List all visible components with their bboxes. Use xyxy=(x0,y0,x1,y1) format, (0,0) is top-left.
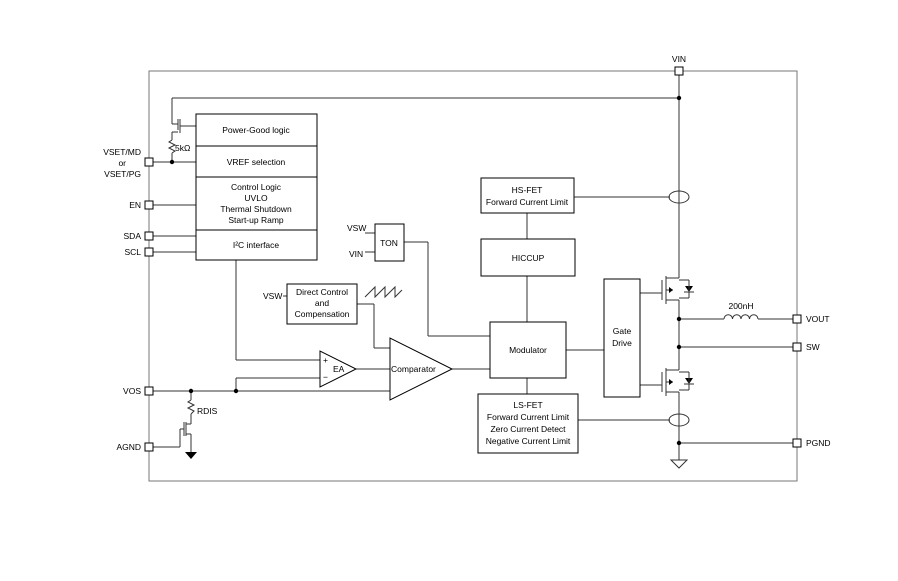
i2c-interface-label: I²C interface xyxy=(233,240,280,250)
ea-label: EA xyxy=(333,364,345,374)
direct-control-line: Compensation xyxy=(295,309,350,319)
pin-en xyxy=(144,200,154,210)
control-logic-block xyxy=(195,176,318,231)
pin-agnd-label: AGND xyxy=(116,442,141,452)
pin-vset xyxy=(144,157,154,167)
pin-pgnd-label: PGND xyxy=(806,438,831,448)
pin-vset-label-or: or xyxy=(118,158,126,168)
i2c-interface-block xyxy=(195,229,318,261)
vref-selection-block xyxy=(195,145,318,178)
ls-fet-line: LS-FET xyxy=(513,400,542,410)
control-logic-line: UVLO xyxy=(244,193,268,203)
pin-vin-label: VIN xyxy=(672,54,686,64)
pin-vset-label-2: VSET/PG xyxy=(104,169,141,179)
ea-plus-sign: + xyxy=(323,355,328,365)
rdis-mosfet-icon xyxy=(179,422,191,447)
comparator xyxy=(389,337,454,401)
ramp-sawtooth-icon xyxy=(364,285,403,299)
ls-fet-line: Negative Current Limit xyxy=(486,436,571,446)
power-good-label: Power-Good logic xyxy=(222,125,290,135)
ls-fet-line: Forward Current Limit xyxy=(487,412,570,422)
control-logic-line: Control Logic xyxy=(231,182,282,192)
error-amplifier xyxy=(319,350,358,388)
vref-selection-label: VREF selection xyxy=(227,157,286,167)
pin-sda-label: SDA xyxy=(124,231,142,241)
resistor-5k-label: 5kΩ xyxy=(175,143,190,153)
hs-current-sense-icon xyxy=(668,190,690,204)
hs-mosfet-icon xyxy=(661,270,694,304)
junction-dots xyxy=(169,95,682,446)
pin-scl-label: SCL xyxy=(124,247,141,257)
inductor-icon xyxy=(723,314,759,320)
pin-en-label: EN xyxy=(129,200,141,210)
direct-control-line: and xyxy=(315,298,329,308)
pin-sw xyxy=(792,342,802,352)
hs-fet-block xyxy=(480,177,575,214)
hiccup-block xyxy=(480,238,576,277)
control-logic-line: Start-up Ramp xyxy=(228,215,284,225)
pin-vin xyxy=(674,66,684,76)
modulator-label: Modulator xyxy=(509,345,547,355)
pg-mosfet-icon xyxy=(172,119,181,133)
gate-drive-line: Gate xyxy=(613,326,632,336)
pin-agnd xyxy=(144,442,154,452)
ton-vsw-label: VSW xyxy=(347,223,366,233)
ton-block xyxy=(374,223,405,262)
control-logic-line: Thermal Shutdown xyxy=(220,204,292,214)
chip-outline xyxy=(148,70,798,482)
ls-mosfet-icon xyxy=(661,362,694,396)
ea-minus-sign: − xyxy=(323,372,328,382)
ls-fet-line: Zero Current Detect xyxy=(490,424,566,434)
pin-vset-label-1: VSET/MD xyxy=(103,147,141,157)
pin-vos xyxy=(144,386,154,396)
hs-fet-line: HS-FET xyxy=(512,185,543,195)
pin-vout-label: VOUT xyxy=(806,314,830,324)
ls-current-sense-icon xyxy=(668,413,690,427)
ton-label: TON xyxy=(380,238,398,248)
modulator-block xyxy=(489,321,567,379)
hiccup-label: HICCUP xyxy=(512,253,545,263)
agnd-ground-icon xyxy=(185,452,197,459)
gate-drive-block xyxy=(603,278,641,398)
ton-vin-label: VIN xyxy=(349,249,363,259)
pin-vout xyxy=(792,314,802,324)
ls-fet-block xyxy=(477,393,579,454)
pin-pgnd xyxy=(792,438,802,448)
hs-fet-line: Forward Current Limit xyxy=(486,197,569,207)
direct-control-block xyxy=(286,283,358,325)
pin-vos-label: VOS xyxy=(123,386,141,396)
rdis-label: RDIS xyxy=(197,406,218,416)
direct-control-line: Direct Control xyxy=(296,287,348,297)
pgnd-ground-icon xyxy=(669,459,689,469)
pin-scl xyxy=(144,247,154,257)
pin-sw-label: SW xyxy=(806,342,820,352)
power-good-block xyxy=(195,113,318,147)
comparator-label: Comparator xyxy=(391,364,436,374)
pin-sda xyxy=(144,231,154,241)
gate-drive-line: Drive xyxy=(612,338,632,348)
inductor-label: 200nH xyxy=(728,301,753,311)
dc-vsw-label: VSW xyxy=(263,291,282,301)
